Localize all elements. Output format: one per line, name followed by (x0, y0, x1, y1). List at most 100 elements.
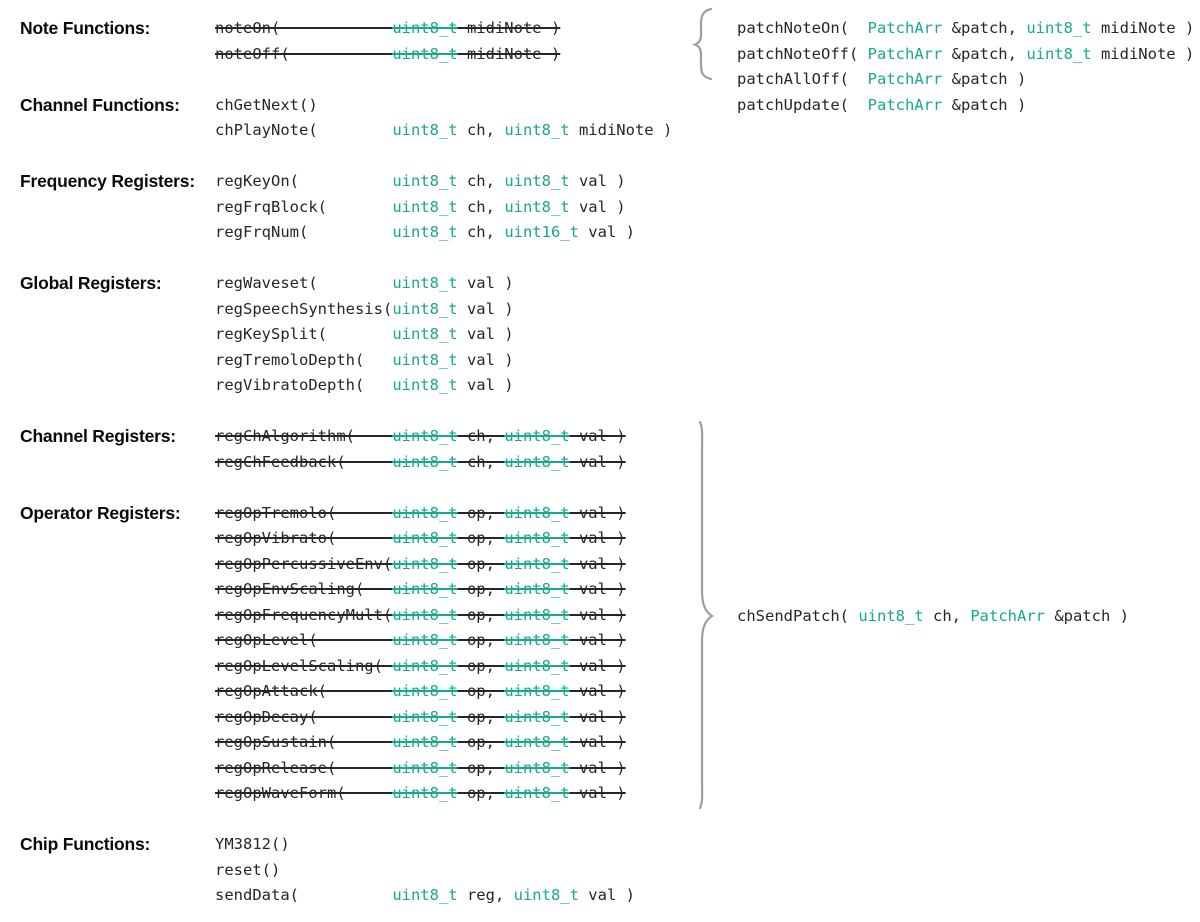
function-row: noteOn( uint8_t midiNote ) (215, 16, 560, 42)
type-keyword: uint8_t (504, 197, 570, 216)
function-row: regKeyOn( uint8_t ch, uint8_t val ) (215, 169, 635, 195)
function-name: regOpLevel( (215, 631, 393, 649)
function-row: regOpDecay( uint8_t op, uint8_t val ) (215, 705, 626, 731)
type-keyword: uint8_t (504, 656, 570, 675)
param-text: op, (457, 784, 505, 802)
function-row: regChFeedback( uint8_t ch, uint8_t val ) (215, 450, 626, 476)
function-name: noteOn( (215, 19, 393, 37)
type-keyword: uint8_t (504, 172, 570, 190)
api-section: Channel Functions: chGetNext() chPlayNote(… (20, 93, 672, 144)
type-keyword: uint8_t (504, 503, 570, 522)
param-text: val ) (569, 503, 626, 522)
param-text: chSendPatch( (737, 607, 859, 625)
param-text: op, (457, 503, 505, 522)
function-row: regOpAttack( uint8_t op, uint8_t val ) (215, 679, 626, 705)
function-name: YM3812() (215, 835, 290, 853)
api-section: Frequency Registers:regKeyOn( uint8_t ch… (20, 169, 672, 246)
function-row: regOpWaveForm( uint8_t op, uint8_t val ) (215, 781, 626, 807)
function-params: uint8_t op, uint8_t val ) (392, 631, 625, 649)
section-rows: chGetNext()chPlayNote( uint8_t ch, uint8… (215, 93, 672, 144)
function-name: regTremoloDepth( (215, 350, 393, 369)
function-name: regOpSustain( (215, 733, 393, 751)
function-name: patchNoteOn( (737, 19, 868, 37)
function-name: sendData( (215, 886, 393, 904)
param-text: val ) (569, 197, 626, 216)
type-keyword: uint8_t (392, 529, 458, 547)
function-name: regSpeechSynthesis( (215, 299, 393, 318)
type-keyword: uint8_t (392, 758, 458, 777)
param-text: op, (457, 656, 505, 675)
param-text: &patch, (942, 44, 1027, 63)
section-label: Operator Registers: (20, 502, 181, 523)
function-row: patchUpdate( PatchArr &patch ) (737, 93, 1194, 119)
section-label: Note Functions: (20, 18, 151, 38)
type-keyword: uint8_t (392, 299, 458, 318)
section-rows: YM3812()reset()sendData( uint8_t reg, ui… (215, 832, 635, 909)
section-label: Channel Registers: (20, 426, 176, 446)
function-name: chPlayNote( (215, 121, 393, 139)
param-text: &patch, (942, 19, 1027, 37)
function-name: regVibratoDepth( (215, 376, 393, 394)
param-text: val ) (457, 299, 514, 318)
type-keyword: uint8_t (392, 19, 458, 37)
section-rows: regKeyOn( uint8_t ch, uint8_t val )regFr… (215, 169, 635, 246)
param-text: val ) (569, 631, 626, 649)
param-text: val ) (569, 580, 626, 598)
type-keyword: uint8_t (392, 350, 458, 369)
type-keyword: uint8_t (504, 554, 570, 573)
function-row: regVibratoDepth( uint8_t val ) (215, 373, 514, 399)
function-row: regChAlgorithm( uint8_t ch, uint8_t val … (215, 424, 626, 450)
function-name: regChAlgorithm( (215, 427, 393, 445)
param-text: ch, (457, 427, 505, 445)
function-params: uint8_t op, uint8_t val ) (392, 606, 625, 624)
function-params: uint8_t val ) (392, 325, 513, 343)
chsendpatch-code-line: chSendPatch( uint8_t ch, PatchArr &patch… (737, 604, 1129, 630)
param-text: val ) (569, 172, 626, 190)
function-name: chGetNext() (215, 95, 318, 114)
api-section: Note Functions: noteOn( uint8_t midiNote … (20, 16, 672, 67)
api-section: Operator Registers: regOpTremolo( uint8_t… (20, 501, 672, 807)
type-keyword: uint8_t (392, 631, 458, 649)
function-params: uint8_t ch, uint8_t val ) (392, 172, 625, 190)
function-row: regOpLevelScaling( uint8_t op, uint8_t v… (215, 654, 626, 680)
type-keyword: uint8_t (504, 682, 570, 700)
function-name: reset() (215, 860, 281, 879)
param-text: ch, (457, 172, 505, 190)
param-text: val ) (569, 427, 626, 445)
param-text: ch, (457, 452, 505, 471)
function-row: reset() (215, 858, 635, 884)
param-text: &patch ) (1044, 607, 1129, 625)
function-params: PatchArr &patch ) (868, 96, 1027, 114)
function-row: regOpTremolo( uint8_t op, uint8_t val ) (215, 501, 626, 527)
type-keyword: uint8_t (392, 121, 458, 139)
param-text: ch, (457, 197, 505, 216)
param-text: val ) (578, 886, 635, 904)
section-rows: regChAlgorithm( uint8_t ch, uint8_t val … (215, 424, 626, 475)
function-params: uint8_t op, uint8_t val ) (392, 784, 625, 802)
section-label: Channel Functions: (20, 94, 180, 115)
type-keyword: uint8_t (392, 44, 458, 63)
function-params: uint8_t op, uint8_t val ) (392, 682, 625, 700)
function-row: regOpVibrato( uint8_t op, uint8_t val ) (215, 526, 626, 552)
param-text: ch, (457, 121, 505, 139)
param-text: op, (457, 682, 505, 700)
type-keyword: uint16_t (504, 223, 579, 241)
param-text: val ) (569, 554, 626, 573)
param-text: val ) (457, 350, 514, 369)
api-function-list: Note Functions: noteOn( uint8_t midiNote … (20, 16, 672, 909)
function-name: patchNoteOff( (737, 44, 868, 63)
type-keyword: PatchArr (867, 44, 943, 63)
function-name: regOpLevelScaling( (215, 656, 393, 675)
type-keyword: uint8_t (392, 656, 458, 675)
section-rows: regWaveset( uint8_t val )regSpeechSynthe… (215, 271, 514, 399)
param-text: val ) (569, 784, 626, 802)
param-text: op, (457, 605, 505, 624)
type-keyword: uint8_t (392, 223, 458, 241)
function-params: PatchArr &patch ) (868, 70, 1027, 88)
param-text: val ) (457, 274, 514, 292)
param-text: op, (457, 758, 505, 777)
section-label: Global Registers: (20, 273, 162, 293)
function-params: uint8_t op, uint8_t val ) (392, 708, 625, 726)
param-text: op, (457, 733, 505, 751)
param-text: &patch ) (942, 70, 1027, 88)
